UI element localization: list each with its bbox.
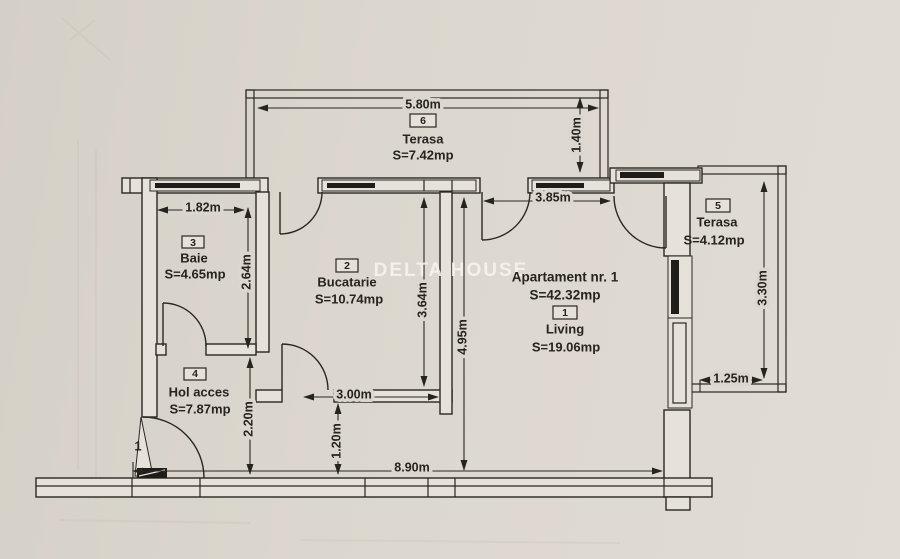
dim-hol-depth: 2.20m (241, 401, 255, 436)
room-number-hol: 4 (192, 368, 198, 380)
room-number-terasa5: 5 (715, 200, 721, 212)
hol-area: S=7.87mp (169, 401, 230, 416)
dim-total-width: 8.90m (394, 460, 429, 474)
scan-bleed-artifacts (59, 17, 621, 544)
window-glyphs (149, 169, 701, 409)
dim-bucatarie-width: 3.00m (336, 387, 371, 401)
dim-terasa6-depth: 1.40m (569, 117, 583, 152)
apartment-area: S=42.32mp (530, 288, 601, 303)
dim-terasa5-depth: 3.30m (755, 270, 769, 305)
apartment-title: Apartament nr. 1 (512, 270, 619, 285)
delta-house-watermark: DELTA HOUSE (374, 260, 529, 281)
dim-living-top: 3.85m (535, 190, 570, 204)
room-number-baie: 3 (190, 237, 196, 249)
room-labels: Terasa S=7.42mp Baie S=4.65mp Bucatarie … (134, 131, 744, 453)
living-area: S=19.06mp (532, 339, 600, 354)
dim-terasa5-width: 1.25m (713, 371, 748, 385)
dim-terasa6-width: 5.80m (405, 97, 440, 111)
terasa5-area: S=4.12mp (683, 232, 744, 247)
door-swing-symbols (134, 191, 667, 479)
dim-baie-depth: 2.64m (239, 254, 253, 289)
room-number-bucatarie: 2 (344, 260, 350, 272)
dim-hol-offset: 1.20m (329, 423, 343, 458)
room-number-terasa6: 6 (420, 115, 426, 127)
dimension-lines (132, 97, 768, 478)
dim-baie-width: 1.82m (185, 200, 220, 214)
living-name: Living (546, 321, 584, 336)
dimension-labels: 5.80m 1.40m 1.82m 2.64m 3.85m 3.64m 4.95… (182, 94, 773, 478)
terasa5-name: Terasa (697, 214, 739, 229)
dim-bucatarie-depth: 3.64m (415, 282, 429, 317)
baie-area: S=4.65mp (164, 266, 225, 281)
bucatarie-name: Bucatarie (317, 274, 376, 289)
terasa6-area: S=7.42mp (392, 147, 453, 162)
room-number-living: 1 (562, 307, 568, 319)
room-number-badges: 6 3 2 1 5 4 (181, 113, 731, 381)
entrance-number: 1 (134, 438, 141, 453)
terrace5-parapet-walls (689, 165, 787, 393)
baie-name: Baie (180, 250, 207, 265)
terasa6-name: Terasa (403, 131, 445, 146)
hol-name: Hol acces (169, 384, 230, 399)
dim-living-depth: 4.95m (455, 319, 469, 354)
bucatarie-area: S=10.74mp (315, 291, 383, 306)
